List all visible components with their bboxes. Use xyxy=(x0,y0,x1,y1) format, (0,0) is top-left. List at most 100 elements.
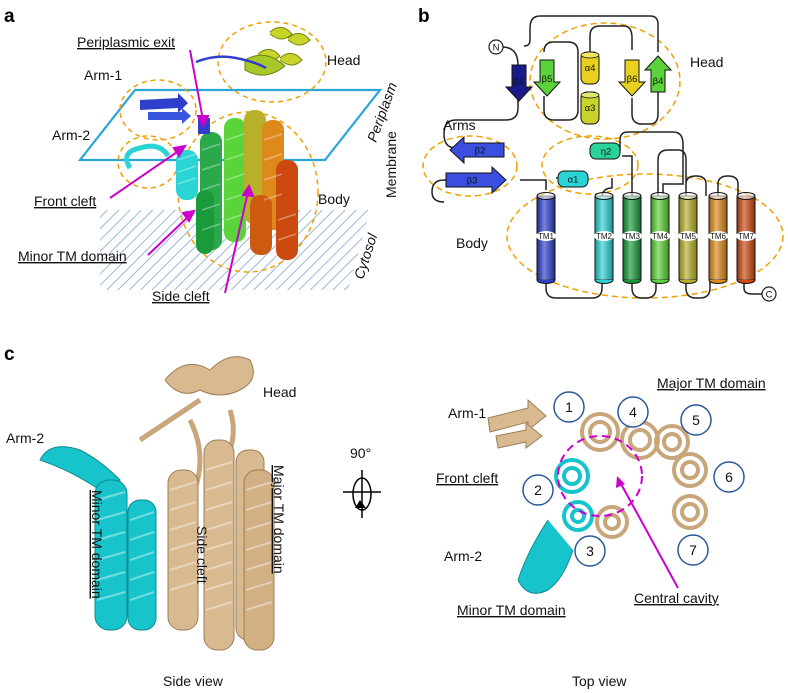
helix-number-3: 3 xyxy=(574,535,606,567)
helix-number-label: 3 xyxy=(586,543,594,559)
helix-a1: α1 xyxy=(557,170,589,188)
panel-b-letter: b xyxy=(418,6,430,27)
helix-a3: α3 xyxy=(580,91,600,125)
helix-number-label: 5 xyxy=(692,412,700,428)
tm-helix-label: TM6 xyxy=(710,232,727,241)
tm-helix-label: TM2 xyxy=(596,232,613,241)
caption-top-view: Top view xyxy=(572,673,627,689)
arm1-dashed-ellipse xyxy=(119,79,197,141)
c-terminus-label: C xyxy=(766,290,773,301)
strand-b1: β1 xyxy=(504,64,534,102)
helix-numbers: 1 4 5 2 6 3 7 xyxy=(522,391,745,567)
tm-helix-label: TM1 xyxy=(538,232,555,241)
panel-c: c Head Arm-2 Minor TM domain Side cleft … xyxy=(4,344,766,689)
label-body-a: Body xyxy=(318,191,350,207)
label-arm1-a: Arm-1 xyxy=(84,67,122,83)
helix-number-label: 1 xyxy=(565,399,573,415)
tm-helix-label: TM4 xyxy=(652,232,669,241)
helix-a4: α4 xyxy=(580,51,600,85)
label-side-cleft-a: Side cleft xyxy=(152,288,210,304)
label-arms-b: Arms xyxy=(443,117,476,133)
panel-b: b N C β1 β5 β6 β4 xyxy=(418,6,784,302)
tm-helix-5: TM5 xyxy=(678,192,698,284)
label-head-b: Head xyxy=(690,54,723,70)
arms-domain-outline xyxy=(422,135,518,197)
top-view-cartoon xyxy=(487,398,708,594)
label-minor-tm-top: Minor TM domain xyxy=(457,602,566,618)
tm-helices: TM1 TM2 TM3 TM4 TM5 TM6 TM7 xyxy=(536,192,756,284)
tm-helix-7: TM7 xyxy=(736,192,756,284)
label-side-cleft-c: Side cleft xyxy=(194,526,210,584)
label-front-cleft-a: Front cleft xyxy=(34,193,96,209)
label-central-cavity: Central cavity xyxy=(634,590,719,606)
side-view-cartoon xyxy=(39,356,275,651)
strand-b6-label: β6 xyxy=(627,74,638,85)
label-body-b: Body xyxy=(456,235,488,251)
small-helix-outline xyxy=(541,135,639,195)
strand-b3: β3 xyxy=(445,165,507,195)
helix-a1-label: α1 xyxy=(568,175,579,186)
helix-number-label: 6 xyxy=(725,469,733,485)
label-arm1-top: Arm-1 xyxy=(448,405,486,421)
helix-n2: η2 xyxy=(589,142,621,160)
central-cavity-outline xyxy=(557,435,643,517)
tm-helix-4: TM4 xyxy=(650,192,670,284)
head-dashed-ellipse xyxy=(217,21,327,103)
c-terminus xyxy=(761,286,777,302)
strand-b4: β4 xyxy=(643,55,673,93)
label-arm2-a: Arm-2 xyxy=(52,127,90,143)
helix-number-label: 2 xyxy=(534,482,542,498)
n-terminus xyxy=(488,39,504,55)
label-minor-tm-a: Minor TM domain xyxy=(18,248,127,264)
strand-b5-label: β5 xyxy=(542,74,553,85)
label-membrane: Membrane xyxy=(383,131,399,198)
panel-a: a xyxy=(4,6,400,304)
caption-side-view: Side view xyxy=(163,673,224,689)
helix-number-1: 1 xyxy=(553,391,585,423)
helix-number-6: 6 xyxy=(713,461,745,493)
tm-helix-6: TM6 xyxy=(708,192,728,284)
strand-b3-label: β3 xyxy=(467,176,478,187)
protein-cartoon-a xyxy=(124,27,311,260)
n-terminus-label: N xyxy=(493,43,500,54)
tm-helix-1: TM1 xyxy=(536,192,556,284)
label-major-tm-top: Major TM domain xyxy=(657,375,766,391)
rotation-label: 90° xyxy=(350,445,371,461)
label-periplasmic-exit: Periplasmic exit xyxy=(77,34,175,50)
head-domain-outline xyxy=(529,22,681,140)
helix-a4-label: α4 xyxy=(585,63,596,74)
label-arm2-top: Arm-2 xyxy=(444,548,482,564)
label-head-a: Head xyxy=(327,52,360,68)
tm-helix-3: TM3 xyxy=(622,192,642,284)
label-front-cleft-top: Front cleft xyxy=(436,470,498,486)
label-arm2-side: Arm-2 xyxy=(6,430,44,446)
label-major-tm-side: Major TM domain xyxy=(271,465,287,574)
helix-number-4: 4 xyxy=(617,396,649,428)
tm-helix-label: TM3 xyxy=(624,232,641,241)
helix-number-label: 4 xyxy=(629,404,637,420)
membrane-plane xyxy=(77,88,383,162)
label-minor-tm-side: Minor TM domain xyxy=(89,490,105,599)
strand-b2-label: β2 xyxy=(475,146,486,157)
topology-path xyxy=(431,15,762,299)
strand-b6: β6 xyxy=(617,59,647,97)
tm-helix-label: TM5 xyxy=(680,232,697,241)
strand-b2: β2 xyxy=(449,135,505,165)
rotation-icon: 90° xyxy=(343,445,381,518)
panel-a-letter: a xyxy=(4,6,15,27)
label-head-c: Head xyxy=(263,384,296,400)
pointers-a xyxy=(109,49,255,294)
helix-number-label: 7 xyxy=(689,542,697,558)
helix-a3-label: α3 xyxy=(585,103,596,114)
tm-helix-label: TM7 xyxy=(738,232,755,241)
strand-b5: β5 xyxy=(532,59,562,97)
strand-b4-label: β4 xyxy=(653,76,664,87)
helix-number-7: 7 xyxy=(677,534,709,566)
strand-b1-label: β1 xyxy=(514,76,525,87)
helix-number-2: 2 xyxy=(522,474,554,506)
helix-number-5: 5 xyxy=(680,404,712,436)
tm-helix-2: TM2 xyxy=(594,192,614,284)
panel-c-letter: c xyxy=(4,344,15,365)
helix-n2-label: η2 xyxy=(601,147,612,158)
